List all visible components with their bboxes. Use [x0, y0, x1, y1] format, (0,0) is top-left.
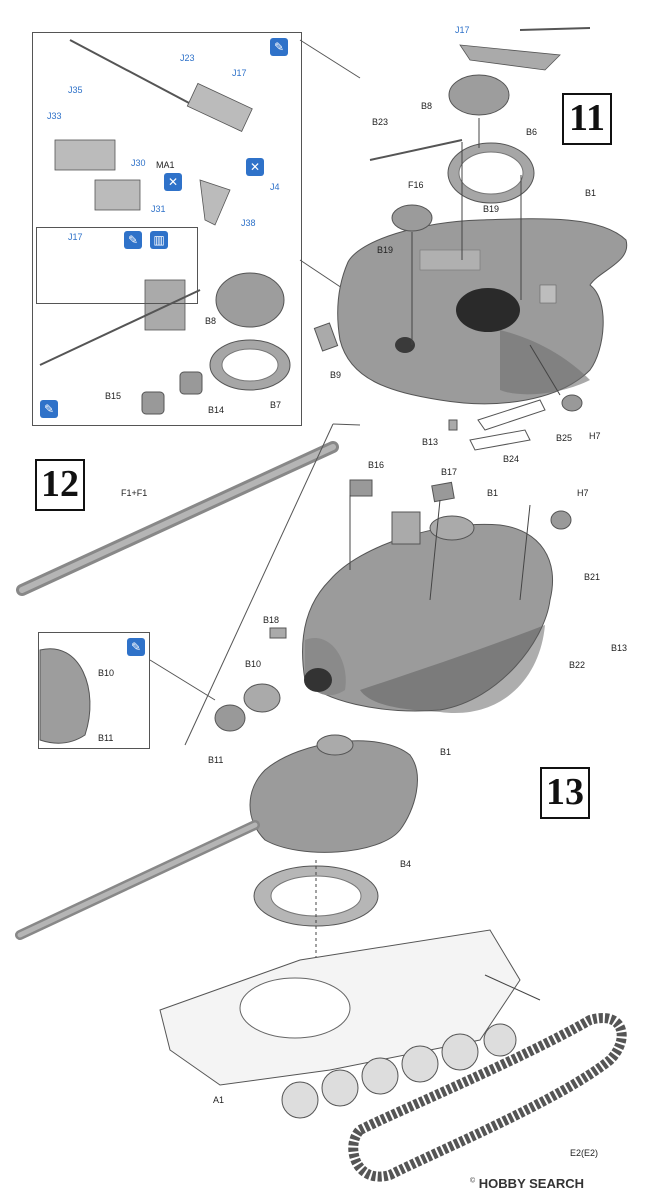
glue-icon: ✎ — [124, 231, 142, 249]
label-b9: B9 — [330, 370, 342, 380]
detail-box-step12 — [38, 632, 150, 749]
label-b1: B1 — [487, 488, 499, 498]
label-b23: B23 — [372, 117, 389, 127]
label-j33: J33 — [47, 111, 62, 121]
turret-step11 — [337, 218, 628, 405]
label-b14: B14 — [208, 405, 225, 415]
label-b11: B11 — [98, 733, 114, 743]
label-b8: B8 — [205, 316, 217, 326]
label-b11: B11 — [208, 755, 224, 765]
label-b4: B4 — [400, 859, 412, 869]
label-a1: A1 — [213, 1095, 225, 1105]
watermark: © HOBBY SEARCH — [470, 1176, 584, 1191]
label-f16: F16 — [408, 180, 424, 190]
label-j31: J31 — [151, 204, 166, 214]
label-b13: B13 — [611, 643, 628, 653]
label-b22: B22 — [569, 660, 586, 670]
label-ma1: MA1 — [156, 160, 175, 170]
label-b17: B17 — [441, 467, 458, 477]
gun-barrel-step13 — [15, 820, 260, 940]
label-b25: B25 — [556, 433, 573, 443]
label-j23: J23 — [180, 53, 195, 63]
glue-icon: ✎ — [270, 38, 288, 56]
label-f1: F1+F1 — [121, 488, 148, 498]
x-mark-icon: ✕ — [246, 158, 264, 176]
label-j30: J30 — [131, 158, 146, 168]
step-number-12: 12 — [35, 459, 85, 511]
label-b24: B24 — [503, 454, 520, 464]
label-h7: H7 — [589, 431, 601, 441]
label-h7: H7 — [577, 488, 589, 498]
step-number-11: 11 — [562, 93, 612, 145]
detail-box-step11 — [32, 32, 302, 426]
label-b16: B16 — [368, 460, 385, 470]
label-b10: B10 — [98, 668, 115, 678]
label-b8: B8 — [421, 101, 433, 111]
glue-icon: ✎ — [127, 638, 145, 656]
hull — [159, 929, 521, 1119]
label-j35: J35 — [68, 85, 83, 95]
watermark-brand: HOBBY SEARCH — [478, 1176, 585, 1191]
label-b1: B1 — [585, 188, 597, 198]
turret-step12 — [302, 511, 554, 714]
label-j38: J38 — [241, 218, 256, 228]
gun-barrel — [16, 441, 339, 596]
label-j17: J17 — [232, 68, 247, 78]
step-number-13: 13 — [540, 767, 590, 819]
sub-detail-box-step11 — [36, 227, 198, 304]
label-b18: B18 — [263, 615, 280, 625]
label-e2: E2(E2) — [570, 1148, 599, 1158]
label-b10: B10 — [245, 659, 262, 669]
label-j4: J4 — [270, 182, 280, 192]
label-b13: B13 — [422, 437, 439, 447]
label-b19: B19 — [377, 245, 394, 255]
label-j17: J17 — [455, 25, 470, 35]
copyright-symbol: © — [470, 1177, 476, 1185]
label-b21: B21 — [584, 572, 601, 582]
label-b1: B1 — [440, 747, 452, 757]
label-j17: J17 — [68, 232, 83, 242]
label-b15: B15 — [105, 391, 122, 401]
label-b7: B7 — [270, 400, 282, 410]
cement-icon: ▥ — [150, 231, 168, 249]
glue-icon: ✎ — [40, 400, 58, 418]
label-b19: B19 — [483, 204, 500, 214]
label-b6: B6 — [526, 127, 538, 137]
turret-step13 — [249, 734, 418, 853]
x-mark-icon: ✕ — [164, 173, 182, 191]
